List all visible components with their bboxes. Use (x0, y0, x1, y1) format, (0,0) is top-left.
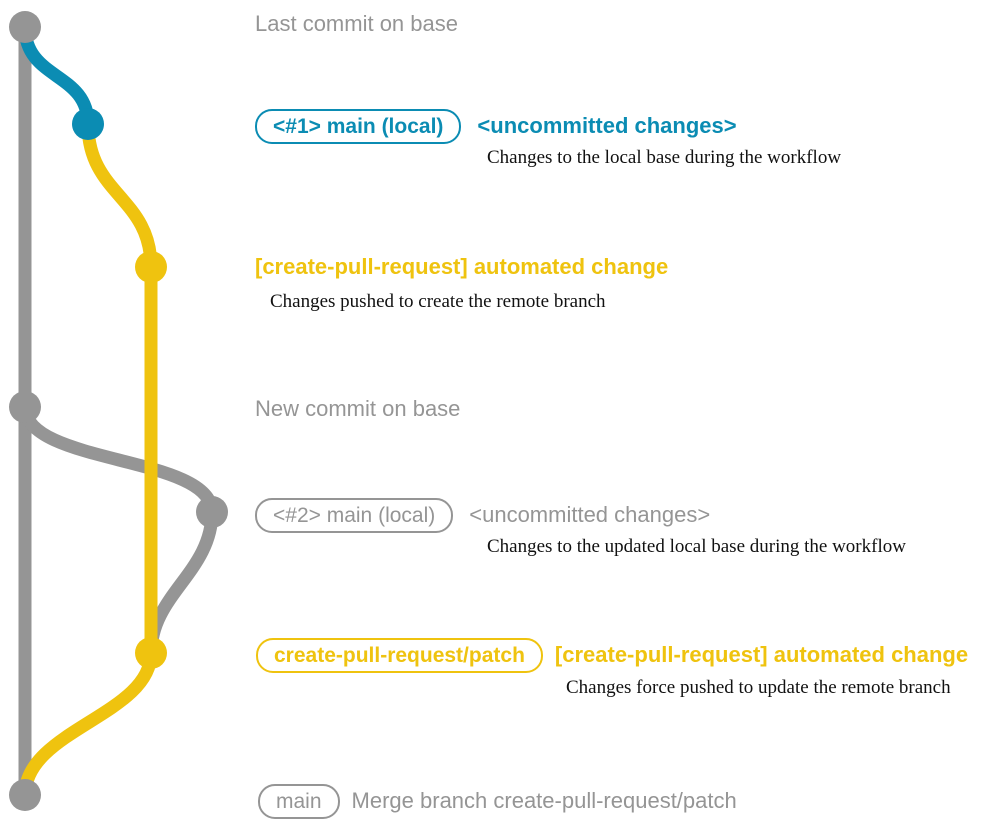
edge-local1-to-remote1 (81, 117, 158, 274)
branch-pill-local-1[interactable]: <#1> main (local) (255, 108, 462, 144)
entry-remote-1: [create-pull-request] automated change (255, 253, 668, 281)
branch-pill-main[interactable]: main (258, 783, 340, 819)
edge-base-to-local2 (18, 400, 219, 519)
local-2-headline: <uncommitted changes> (469, 502, 711, 527)
entry-last-commit-on-base: Last commit on base (255, 11, 458, 37)
local-1-headline: <uncommitted changes> (477, 113, 737, 138)
commit-node-base-new[interactable] (9, 391, 41, 423)
commit-node-remote-2[interactable] (135, 637, 167, 669)
merge-headline: Merge branch create-pull-request/patch (351, 788, 737, 813)
entry-merge: main Merge branch create-pull-request/pa… (258, 783, 737, 819)
commit-node-local-1[interactable] (72, 108, 104, 140)
remote-1-headline: [create-pull-request] automated change (255, 254, 669, 279)
local-1-subnote: Changes to the local base during the wor… (487, 147, 842, 168)
local-2-subnote: Changes to the updated local base during… (487, 536, 906, 557)
remote-2-headline: [create-pull-request] automated change (554, 642, 969, 667)
branch-pill-local-2[interactable]: <#2> main (local) (255, 497, 454, 533)
commit-node-merge[interactable] (9, 779, 41, 811)
entry-local-1: <#1> main (local) <uncommitted changes> (255, 108, 737, 144)
commit-node-base-last[interactable] (9, 11, 41, 43)
commit-node-local-2[interactable] (196, 496, 228, 528)
remote-1-subnote: Changes pushed to create the remote bran… (270, 291, 606, 312)
commit-node-remote-1[interactable] (135, 251, 167, 283)
entry-remote-2: create-pull-request/patch [create-pull-r… (256, 637, 968, 673)
entry-local-2: <#2> main (local) <uncommitted changes> (255, 497, 710, 533)
remote-2-subnote: Changes force pushed to update the remot… (566, 677, 951, 698)
entry-new-commit-on-base: New commit on base (255, 396, 460, 422)
branch-pill-remote-2[interactable]: create-pull-request/patch (256, 637, 543, 673)
edge-remote2-to-merge (18, 646, 158, 802)
last-commit-headline: Last commit on base (255, 11, 458, 36)
new-commit-headline: New commit on base (255, 396, 461, 421)
